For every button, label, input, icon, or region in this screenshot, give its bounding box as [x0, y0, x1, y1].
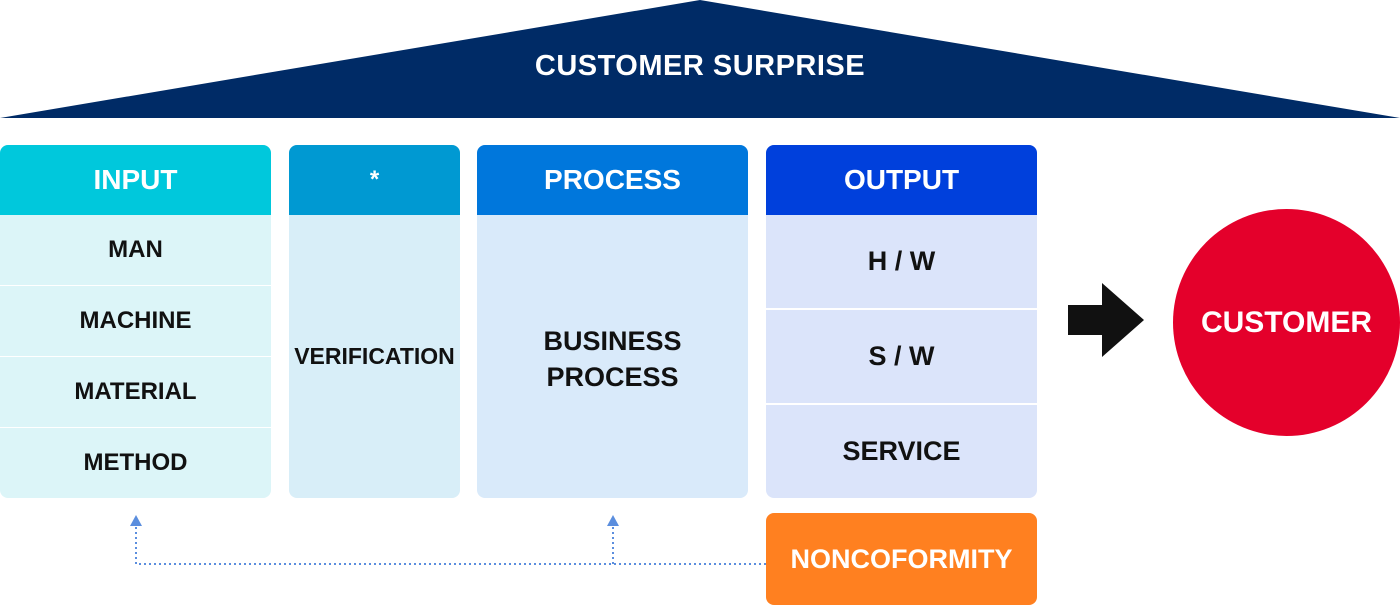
- verification-column: * VERIFICATION: [289, 145, 460, 498]
- feedback-path: [135, 525, 766, 565]
- roof-shape: [0, 0, 1400, 118]
- input-item-material: MATERIAL: [0, 356, 271, 427]
- feedback-lines: [130, 515, 766, 565]
- process-column: PROCESS BUSINESS PROCESS: [477, 145, 748, 498]
- roof-title: CUSTOMER SURPRISE: [534, 50, 866, 82]
- input-item-machine: MACHINE: [0, 285, 271, 356]
- roof-banner: [0, 0, 1400, 118]
- process-header: PROCESS: [477, 145, 748, 215]
- verification-item: VERIFICATION: [294, 342, 455, 369]
- output-header: OUTPUT: [766, 145, 1037, 215]
- customer-circle: CUSTOMER: [1173, 209, 1400, 436]
- process-item-business-process: BUSINESS PROCESS: [543, 326, 682, 393]
- output-item-sw: S / W: [766, 308, 1037, 403]
- nonconformity-box: NONCOFORMITY: [766, 513, 1037, 605]
- output-column: OUTPUT H / W S / W SERVICE: [766, 145, 1037, 498]
- output-item-service: SERVICE: [766, 403, 1037, 498]
- input-item-method: METHOD: [0, 427, 271, 498]
- right-arrow-icon: [1068, 283, 1144, 357]
- up-arrow-icon: [607, 515, 619, 526]
- input-item-man: MAN: [108, 235, 163, 263]
- input-header: INPUT: [0, 145, 271, 215]
- input-column: INPUT MAN MACHINE MATERIAL METHOD: [0, 145, 271, 498]
- verification-header: *: [289, 145, 460, 215]
- output-item-hw: H / W: [867, 246, 936, 277]
- up-arrow-icon: [130, 515, 142, 526]
